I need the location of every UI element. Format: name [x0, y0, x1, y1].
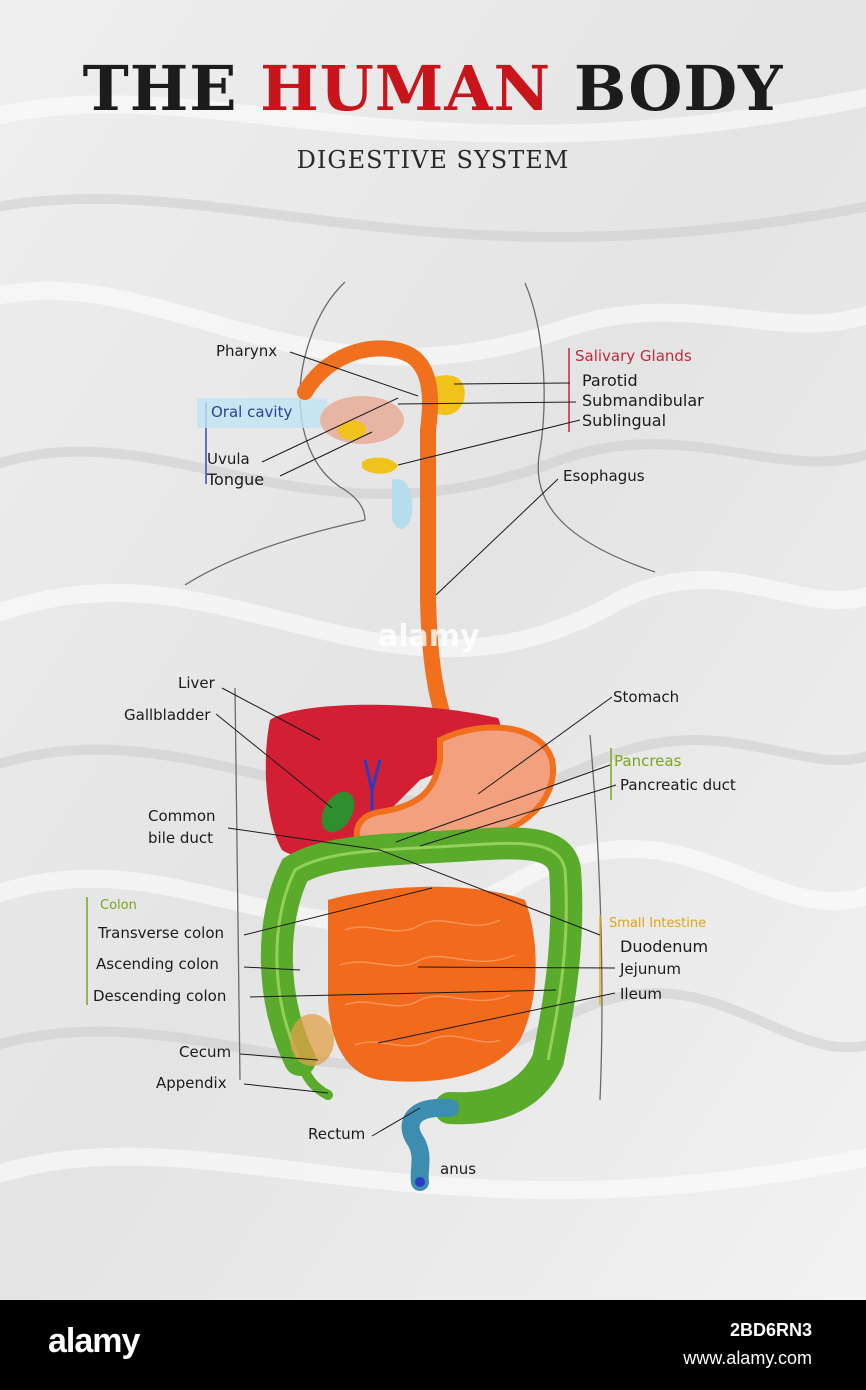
submandibular-gland: [362, 457, 398, 474]
esophagus-shape: [297, 340, 470, 768]
cecum-shape: [290, 1014, 334, 1066]
label-submandibular: Submandibular: [582, 391, 704, 410]
label-stomach: Stomach: [613, 688, 680, 706]
label-liver: Liver: [178, 674, 215, 692]
poster-title: THE HUMAN BODY: [0, 52, 866, 125]
silk-background: [0, 0, 866, 1300]
title-word-body: BODY: [573, 52, 784, 125]
label-ileum: Ileum: [620, 985, 662, 1003]
label-uvula: Uvula: [207, 450, 250, 468]
label-jejunum: Jejunum: [620, 960, 681, 978]
label-sublingual: Sublingual: [582, 411, 667, 430]
title-word-the: THE: [82, 52, 238, 125]
poster-subtitle: DIGESTIVE SYSTEM: [296, 146, 570, 174]
gallbladder-shape: [321, 791, 355, 833]
head-organs: [320, 375, 465, 529]
anus-shape: [415, 1177, 425, 1187]
poster: THE HUMAN BODY DIGESTIVE SYSTEM: [0, 0, 866, 1300]
label-pancreatic-duct: Pancreatic duct: [620, 776, 736, 794]
digestive-diagram: [86, 281, 656, 1191]
label-pharynx: Pharynx: [216, 342, 278, 360]
label-esophagus: Esophagus: [563, 467, 645, 485]
label-small-intestine: Small Intestine: [609, 916, 707, 931]
larynx-shape: [392, 479, 413, 529]
label-duodenum: Duodenum: [620, 937, 709, 956]
label-appendix: Appendix: [156, 1074, 227, 1092]
parotid-gland: [432, 375, 465, 416]
intestine-folds: [339, 919, 516, 1047]
label-parotid: Parotid: [582, 371, 638, 390]
footer-image-id: 2BD6RN3: [729, 1320, 812, 1340]
label-tongue: Tongue: [207, 470, 265, 489]
label-cecum: Cecum: [179, 1043, 232, 1061]
colon-shape: [260, 827, 583, 1125]
label-colon: Colon: [100, 898, 137, 913]
sublingual-gland: [338, 420, 366, 440]
small-intestine-shape: [328, 886, 536, 1082]
label-gallbladder: Gallbladder: [124, 706, 211, 724]
label-oral-cavity: Oral cavity: [211, 403, 293, 421]
title-word-human: HUMAN: [260, 52, 552, 125]
label-ascending-colon: Ascending colon: [96, 955, 219, 973]
label-anus: anus: [440, 1160, 477, 1178]
footer-logo[interactable]: alamy: [48, 1322, 140, 1360]
label-transverse-colon: Transverse colon: [98, 924, 224, 942]
leader-lines: [215, 351, 617, 1137]
label-rectum: Rectum: [308, 1125, 366, 1143]
oral-cavity-shade: [197, 398, 327, 428]
label-common-bile-duct: Common bile duct: [148, 807, 216, 847]
rectum-shape: [401, 1098, 459, 1191]
footer-url[interactable]: www.alamy.com: [683, 1348, 812, 1368]
label-pancreas: Pancreas: [614, 752, 682, 770]
label-descending-colon: Descending colon: [93, 987, 227, 1005]
footer-bar: alamy 2BD6RN3 www.alamy.com: [0, 1300, 866, 1390]
label-salivary-glands: Salivary Glands: [575, 347, 692, 365]
